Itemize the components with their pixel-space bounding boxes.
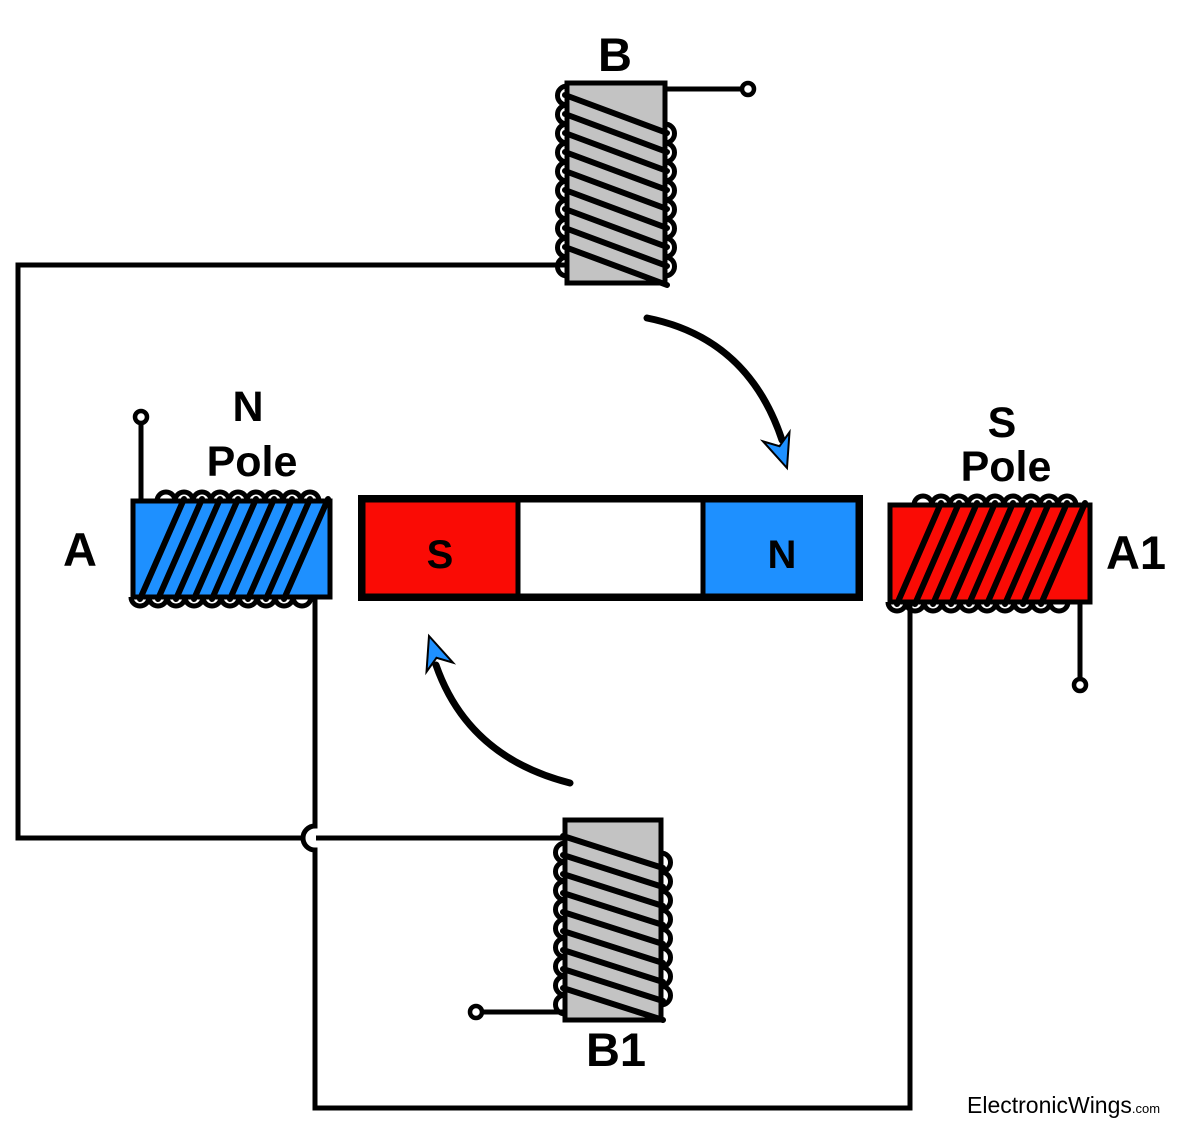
rotation-arrowhead-down-icon: [759, 428, 791, 471]
magnet-outline: [358, 495, 863, 601]
rotation-arrow-top-curve: [643, 314, 786, 444]
rotation-arrowhead-up-icon: [425, 633, 457, 676]
rotor-magnet-group: S N: [358, 495, 863, 601]
watermark-suffix: .com: [1132, 1101, 1160, 1116]
coil-b1-group: [553, 817, 673, 1023]
coil-a1-label: A1: [1106, 526, 1166, 579]
magnet-south-segment: [360, 497, 521, 599]
terminal-b-icon: [739, 80, 757, 98]
coil-b1-winding-loops-right: [660, 850, 673, 1008]
coil-a-group: [128, 489, 333, 609]
coil-a1-winding-loops-top: [911, 493, 1079, 506]
terminal-a-icon: [132, 408, 150, 426]
coil-b1-label: B1: [586, 1023, 646, 1076]
watermark-text: ElectronicWings.com: [967, 1092, 1160, 1118]
right-pole-label-line2: Pole: [961, 443, 1052, 491]
rotation-arrow-bottom: [425, 633, 574, 787]
coil-b-winding-loops-left: [555, 83, 568, 279]
coil-a1-group: [885, 493, 1093, 614]
wire-coil-a-to-coil-a1: [300, 596, 913, 1111]
coil-a-label: A: [63, 523, 97, 576]
watermark-brand: ElectronicWings: [967, 1092, 1132, 1118]
terminals: [132, 80, 1089, 1021]
left-pole-label-line2: Pole: [207, 438, 298, 486]
coil-b-label: B: [598, 28, 632, 81]
magnet-middle-segment: [515, 497, 706, 599]
magnet-north-label: N: [768, 533, 797, 577]
coil-a1-winding-turns: [894, 500, 1088, 607]
coil-b-group: [555, 80, 677, 288]
wire-coil-b-to-left-side: [15, 262, 569, 841]
rotation-arrow-top: [643, 314, 791, 471]
circuit-wires: [15, 86, 1083, 1111]
coil-b-winding-loops-right: [664, 121, 677, 279]
coil-a-winding-turns: [137, 496, 331, 602]
coil-b-winding-turns: [562, 92, 670, 288]
terminal-a1-icon: [1071, 676, 1089, 694]
coil-b1-winding-loops-left: [553, 840, 566, 1017]
coil-b1-winding-turns: [560, 833, 666, 1023]
left-pole-label-line1: N: [232, 383, 263, 431]
magnet-south-label: S: [427, 533, 454, 577]
coil-a1-winding-loops-bottom: [885, 601, 1071, 614]
terminal-b1-icon: [467, 1003, 485, 1021]
coil-a-winding-loops-bottom: [128, 596, 314, 609]
right-pole-label-line1: S: [988, 399, 1017, 447]
rotation-arrow-bottom-curve: [432, 661, 574, 787]
coil-a-winding-loops-top: [154, 489, 322, 502]
